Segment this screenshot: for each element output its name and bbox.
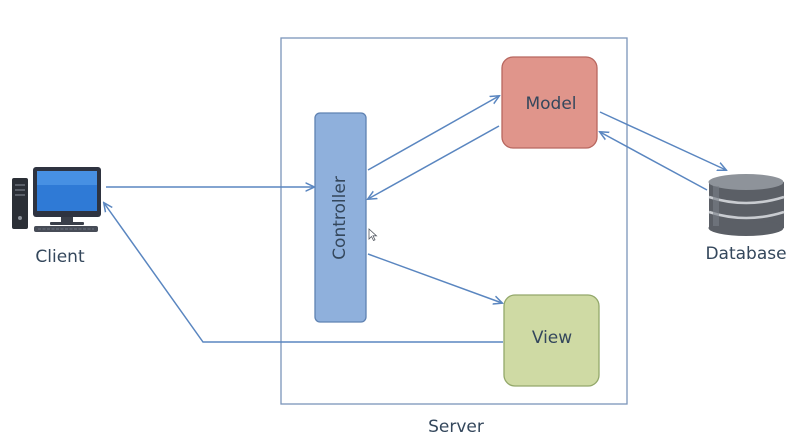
arrow-model-to-controller (368, 125, 500, 199)
arrow-database-to-model (600, 132, 708, 191)
arrow-controller-to-view (367, 253, 502, 303)
server-label: Server (428, 417, 484, 437)
arrow-model-to-database (599, 111, 726, 170)
model-label: Model (525, 94, 576, 114)
model-box (501, 56, 598, 149)
arrow-view-to-client (104, 203, 503, 343)
arrow-controller-to-model (367, 96, 499, 171)
cursor-icon (368, 228, 378, 242)
server-box (280, 37, 628, 405)
database-label: Database (705, 244, 786, 264)
view-box (503, 294, 600, 387)
controller-box (314, 112, 367, 323)
client-label: Client (35, 247, 85, 267)
controller-label: Controller (330, 176, 350, 260)
view-label: View (532, 328, 572, 348)
database-icon (708, 174, 785, 236)
client-computer-icon (12, 167, 101, 232)
